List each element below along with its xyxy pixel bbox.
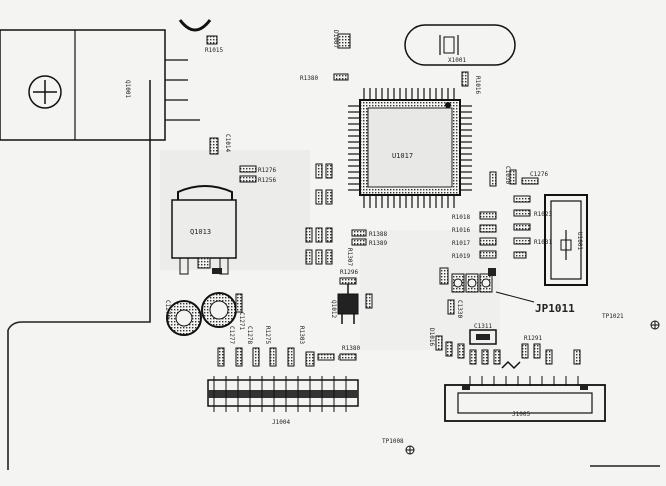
r1019-label: R1019 [452, 253, 470, 260]
tp1021-label: TP1021 [602, 313, 624, 320]
r1291-label: R1291 [524, 335, 542, 342]
test-point-tp1008: TP1008 [382, 438, 415, 455]
top-center-parts: D1007 R1380 [300, 30, 351, 82]
regulator-q1001-label: Q1001 [124, 80, 131, 98]
j1005-label: J1005 [512, 411, 530, 418]
regulator-q1001: Q1001 [0, 29, 200, 141]
top-left-small-parts: R1015 C1014 R1276 R1256 [178, 19, 276, 184]
c1271-label: C1271 [238, 312, 245, 330]
r1256-label: R1256 [258, 177, 276, 184]
c1330-label: C1330 [456, 300, 463, 318]
u1001-label: U1001 [576, 232, 583, 250]
r1307-label: R1307 [346, 248, 353, 266]
r1016-label: R1016 [474, 76, 481, 94]
round-capacitors: C1270 C1271 [164, 292, 245, 336]
c1030-label: C1030 [504, 166, 511, 184]
tp1008-label: TP1008 [382, 438, 404, 445]
left-mid-resistors: R1388 R1389 R1307 [305, 163, 387, 266]
c1276-label: C1276 [530, 171, 548, 178]
q1013-label: Q1013 [190, 228, 211, 236]
d1007-label: D1007 [332, 30, 339, 48]
jp1011-label: JP1011 [535, 302, 575, 315]
resistor-row-j1004: C1277 C1278 R1275 R1303 R1380 [217, 326, 356, 367]
d1016-label: D1016 [428, 328, 435, 346]
right-resistor-stack: R1018 R1016 R1017 R1019 C1030 C1276 R102… [452, 166, 552, 260]
board-outline [7, 80, 660, 470]
r1389-label: R1389 [369, 240, 387, 247]
test-point-tp1021: TP1021 [602, 313, 660, 330]
connector-j1005: J1005 [444, 376, 606, 422]
module-u1001: U1001 [544, 194, 588, 286]
r1016-part [461, 71, 469, 87]
r1276-label: R1276 [258, 167, 276, 174]
r1388-label: R1388 [369, 231, 387, 238]
r1380-label: R1380 [300, 75, 318, 82]
r1275-label: R1275 [264, 326, 271, 344]
r1303-label: R1303 [298, 326, 305, 344]
r1016b-label: R1016 [452, 227, 470, 234]
jumper-jp1011: JP1011 [439, 267, 575, 315]
r1296-label: R1296 [340, 269, 358, 276]
r1380b-label: R1380 [342, 345, 360, 352]
q1012-label: Q1012 [330, 300, 337, 318]
lower-right-cluster: C1311 R1291 D1016 C1330 R1380 [339, 299, 581, 370]
regulator-q1013: Q1013 [171, 185, 237, 275]
c1278-label: C1278 [246, 326, 253, 344]
connector-j1004: J1004 [207, 376, 359, 426]
cpu-u1017: U1017 [348, 88, 472, 208]
r1018-label: R1018 [452, 214, 470, 221]
transistor-q1012: Q1012 R1296 [330, 269, 373, 324]
r1017-label: R1017 [452, 240, 470, 247]
r1015-label: R1015 [205, 47, 223, 54]
j1004-label: J1004 [272, 419, 290, 426]
c1014-label: C1014 [224, 134, 231, 152]
c1270-label: C1270 [164, 300, 171, 318]
u1017-label: U1017 [392, 152, 413, 160]
c1311-label: C1311 [474, 323, 492, 330]
x1001-label: X1001 [448, 57, 466, 64]
crystal-x1001: X1001 [404, 24, 516, 66]
c1277-label: C1277 [228, 326, 235, 344]
r1031-label: R1031 [534, 239, 552, 246]
r1023-label: R1023 [534, 211, 552, 218]
